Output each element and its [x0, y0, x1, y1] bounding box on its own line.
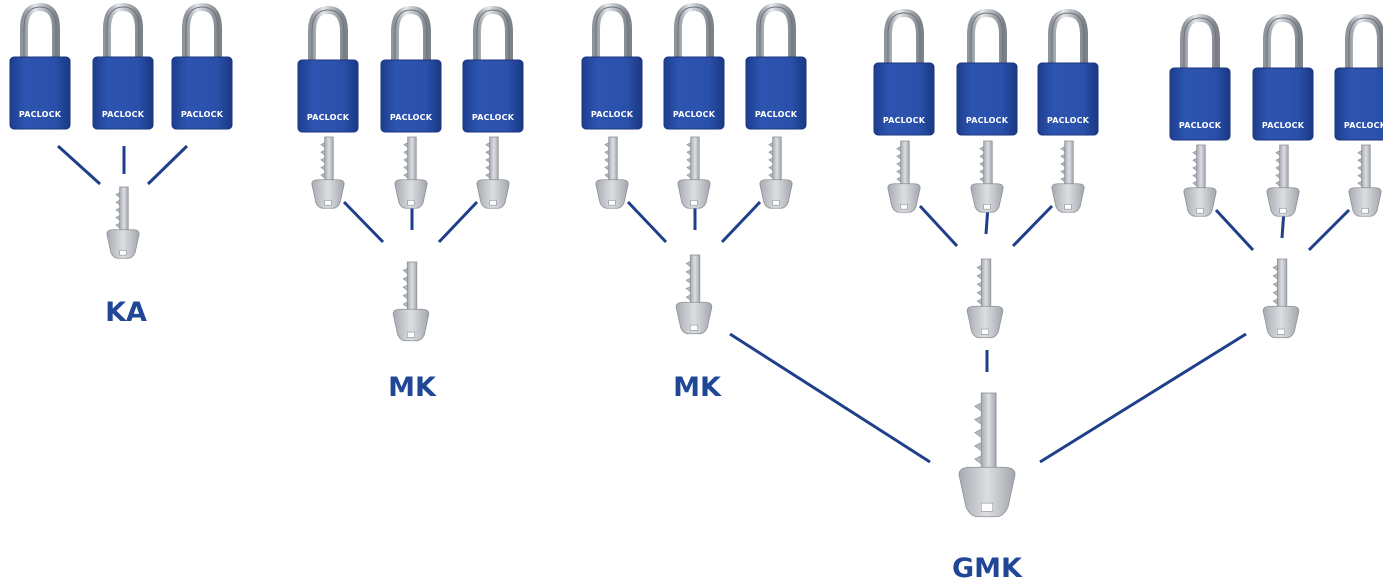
connector-line — [729, 332, 931, 464]
lock-brand-label: PACLOCK — [19, 110, 62, 119]
padlock-icon — [462, 5, 524, 133]
key-icon — [106, 186, 140, 259]
key-icon — [595, 136, 629, 209]
master-key-icon — [675, 254, 713, 335]
lock-brand-label: PACLOCK — [966, 116, 1009, 125]
key-icon — [394, 136, 428, 209]
key-icon — [887, 140, 921, 213]
connector-line — [56, 144, 102, 186]
padlock-icon — [9, 2, 71, 130]
lock-brand-label: PACLOCK — [307, 113, 350, 122]
lock-brand-label: PACLOCK — [755, 110, 798, 119]
padlock-icon — [171, 2, 233, 130]
lock-brand-label: PACLOCK — [1179, 121, 1222, 130]
grand-master-key-icon — [958, 392, 1016, 518]
key-icon — [476, 136, 510, 209]
lock-brand-label: PACLOCK — [1047, 116, 1090, 125]
padlock-icon — [745, 2, 807, 130]
lock-brand-label: PACLOCK — [472, 113, 515, 122]
master-key-icon — [1262, 258, 1300, 339]
key-icon — [677, 136, 711, 209]
padlock-icon — [92, 2, 154, 130]
key-icon — [311, 136, 345, 209]
connector-line — [437, 200, 479, 244]
label-gmk: GMK — [952, 553, 1023, 583]
connector-line — [720, 200, 762, 244]
label-mk-1: MK — [388, 372, 437, 403]
padlock-group: PACLOCK PACLOCK PACLOCK PACLOCK PACLOCK PACLO… — [9, 2, 1383, 141]
padlock-icon — [663, 2, 725, 130]
key-icon — [1348, 144, 1382, 217]
padlock-icon — [956, 8, 1018, 136]
master-key-icon — [392, 261, 430, 342]
connector-line — [1039, 332, 1247, 464]
lock-brand-label: PACLOCK — [591, 110, 634, 119]
lock-brand-label: PACLOCK — [181, 110, 224, 119]
key-icon — [759, 136, 793, 209]
padlock-icon — [1037, 8, 1099, 136]
connector-line — [1307, 208, 1351, 252]
key-group — [106, 136, 1382, 518]
connector-lines — [56, 144, 1351, 464]
label-mk-2: MK — [673, 372, 722, 403]
connector-line — [342, 200, 385, 244]
connector-line — [1214, 208, 1255, 252]
connector-line — [626, 200, 668, 244]
padlock-icon — [380, 5, 442, 133]
lock-brand-label: PACLOCK — [673, 110, 716, 119]
connector-line — [1011, 204, 1054, 248]
key-icon — [1266, 144, 1300, 217]
padlock-icon — [1252, 13, 1314, 141]
padlock-icon — [297, 5, 359, 133]
connector-line — [918, 204, 959, 248]
key-icon — [970, 140, 1004, 213]
lock-brand-label: PACLOCK — [102, 110, 145, 119]
key-icon — [1183, 144, 1217, 217]
lock-brand-label: PACLOCK — [1344, 121, 1383, 130]
lock-brand-label: PACLOCK — [1262, 121, 1305, 130]
lock-brand-label: PACLOCK — [390, 113, 433, 122]
label-ka: KA — [105, 297, 147, 328]
padlock-icon — [1334, 13, 1383, 141]
key-icon — [1051, 140, 1085, 213]
padlock-icon — [873, 8, 935, 136]
connector-line — [146, 144, 189, 186]
padlock-icon — [1169, 13, 1231, 141]
padlock-icon — [581, 2, 643, 130]
lock-brand-label: PACLOCK — [883, 116, 926, 125]
master-key-icon — [966, 258, 1004, 339]
